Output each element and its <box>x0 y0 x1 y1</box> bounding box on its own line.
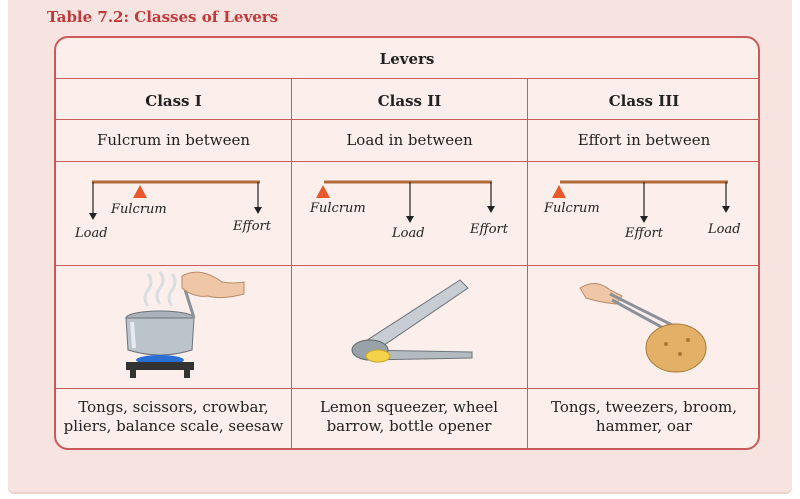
load-label: Load <box>707 222 741 237</box>
class-3-description: Effort in between <box>577 131 711 149</box>
class-2-examples: Lemon squeezer, wheel barrow, bottle ope… <box>319 398 499 435</box>
fulcrum-triangle <box>552 185 566 198</box>
load-label: Load <box>74 226 108 241</box>
fulcrum-label: Fulcrum <box>543 201 600 216</box>
effort-label: Effort <box>624 226 664 241</box>
effort-arrow <box>640 216 648 223</box>
class-3-examples: Tongs, tweezers, broom, hammer, oar <box>551 398 737 435</box>
effort-arrow <box>487 206 495 213</box>
column-divider <box>291 78 292 448</box>
fulcrum-label: Fulcrum <box>110 202 167 217</box>
class-1-examples: Tongs, scissors, crowbar, pliers, balanc… <box>63 398 284 435</box>
row-divider <box>56 78 758 79</box>
pot-on-stove-image <box>125 271 245 378</box>
column-divider <box>527 78 528 448</box>
load-arrow <box>722 206 730 213</box>
table-title: Levers <box>379 50 435 68</box>
class-3-header: Class III <box>608 92 680 110</box>
class-1-description: Fulcrum in between <box>96 131 251 149</box>
fulcrum-triangle <box>316 185 330 198</box>
load-arrow <box>406 216 414 223</box>
lemon-squeezer-image <box>351 279 473 363</box>
effort-label: Effort <box>232 219 272 234</box>
effort-label: Effort <box>469 222 509 237</box>
class-1-header: Class I <box>145 92 202 110</box>
table-caption: Table 7.2: Classes of Levers <box>47 8 279 26</box>
effort-arrow <box>254 207 262 214</box>
row-divider <box>56 388 758 389</box>
tongs-with-bread-image <box>579 283 707 373</box>
fulcrum-triangle <box>133 185 147 198</box>
class-2-header: Class II <box>377 92 442 110</box>
class-2-lever-diagram: Fulcrum Load Effort <box>309 180 509 241</box>
row-divider <box>56 161 758 162</box>
class-2-description: Load in between <box>346 131 473 149</box>
levers-table: Levers Class I Class II Class III Fulcru… <box>54 36 760 450</box>
row-divider <box>56 119 758 120</box>
load-arrow <box>89 213 97 220</box>
row-divider <box>56 265 758 266</box>
class-1-lever-diagram: Fulcrum Load Effort <box>74 180 272 241</box>
load-label: Load <box>391 226 425 241</box>
class-3-lever-diagram: Fulcrum Effort Load <box>543 180 741 241</box>
fulcrum-label: Fulcrum <box>309 201 366 216</box>
